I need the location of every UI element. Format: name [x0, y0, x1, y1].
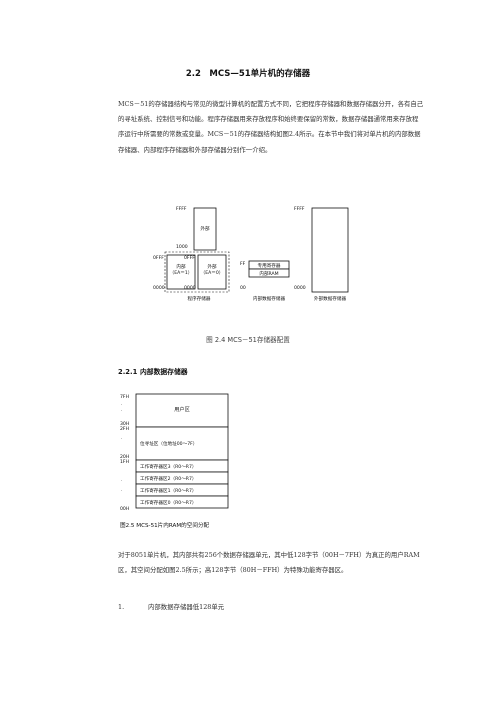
body-paragraph-2: 对于8051单片机，其内部共有256个数据存储器单元，其中低128字节（00H－… — [118, 548, 424, 578]
prog-left-bottom-addr: 0000 — [153, 285, 165, 291]
addr-30h: 30H — [120, 421, 129, 427]
bank-2-label: 工作寄存器区2（R0～R7） — [140, 475, 197, 482]
memory-map-figure: FFFF 外部 1000 0FFF 内部 （EA＝1） 0000 外部 （EA＝… — [153, 206, 349, 302]
prog-int-block — [166, 254, 196, 290]
prog-group-label: 程序存储器 — [188, 295, 211, 302]
prog-ext2-block — [197, 254, 227, 290]
addr-00h: 00H — [120, 506, 129, 512]
bit-area-block — [135, 426, 229, 461]
addr-2fh: 2FH — [120, 426, 129, 432]
figure-2-5-caption: 图2.5 MCS-51片内RAM的空间分配 — [120, 521, 210, 529]
bank-0-label: 工作寄存器区0（R0～R7） — [140, 499, 197, 506]
ext-data-bottom-addr: 0000 — [294, 285, 306, 291]
bank-0-block — [135, 495, 229, 509]
figure-2-4-caption: 图 2.4 MCS－51存储器配置 — [206, 336, 290, 344]
prog-ext2-cond: （EA＝0） — [201, 270, 224, 276]
prog-top-addr: FFFF — [176, 206, 187, 212]
prog-ext-block — [193, 207, 217, 251]
bank-3-label: 工作寄存器区3（R0～R7） — [140, 463, 197, 470]
section-heading: 2.2 MCS—51单片机的存储器 — [185, 69, 311, 79]
prog-dashed-frame — [164, 251, 230, 293]
int-ram-block — [248, 268, 290, 278]
prog-ext2-bottom-addr: 0000 — [184, 285, 196, 291]
list-item-1: 1. 内部数据存储器低128单元 — [118, 602, 224, 611]
prog-int-cond: （EA＝1） — [170, 270, 193, 276]
ext-data-top-addr: FFFF — [294, 206, 305, 212]
addr-dots-4: · — [121, 479, 122, 484]
user-area-block — [135, 393, 229, 428]
prog-int-label: 内部 — [176, 263, 186, 270]
intro-text: MCS－51的存储器结构与常见的微型计算机的配置方式不同，它把程序存储器和数据存… — [118, 100, 424, 154]
intro-paragraph: MCS－51的存储器结构与常见的微型计算机的配置方式不同，它把程序存储器和数据存… — [118, 97, 424, 158]
list-item-text: 内部数据存储器低128单元 — [148, 603, 225, 611]
subsection-title: 内部数据存储器 — [140, 368, 188, 376]
int-data-bottom-addr: 00 — [240, 285, 246, 291]
prog-left-top-addr: 0FFF — [153, 255, 164, 261]
prog-ext2-label: 外部 — [207, 263, 217, 270]
bit-area-label: 位寻址区（位地址00～7F） — [140, 440, 197, 447]
prog-split-addr: 1000 — [176, 244, 188, 250]
prog-ext2-top-addr: 0FFF — [184, 255, 195, 261]
addr-20h: 20H — [120, 454, 129, 460]
user-area-label: 用户区 — [174, 405, 190, 413]
bank-1-label: 工作寄存器区1（R0～R7） — [140, 487, 197, 494]
ext-data-group-label: 外部数据存储器 — [314, 295, 347, 302]
subsection-number: 2.2.1 — [118, 368, 138, 376]
addr-1fh: 1FH — [120, 459, 129, 465]
int-ram-label: 内部RAM — [259, 270, 278, 277]
ext-data-block — [311, 207, 349, 293]
addr-7fh: 7FH — [120, 394, 129, 400]
addr-dots-2: · — [121, 409, 122, 414]
body-paragraph-2-text: 对于8051单片机，其内部共有256个数据存储器单元，其中低128字节（00H－… — [118, 551, 420, 575]
addr-dots-5: · — [121, 489, 122, 494]
ram-allocation-figure: 7FH · · 30H 2FH · 20H 1FH · · 00H 用户区 位寻… — [120, 393, 229, 529]
prog-ext-label: 外部 — [200, 225, 210, 232]
int-data-group-label: 内部数据存储器 — [253, 295, 286, 302]
list-item-number: 1. — [118, 603, 125, 611]
int-data-top-addr: FF — [240, 261, 246, 267]
addr-dots-3: · — [121, 437, 122, 442]
int-sfr-label: 专用寄存器 — [258, 262, 281, 269]
addr-dots-1: · — [121, 403, 122, 408]
